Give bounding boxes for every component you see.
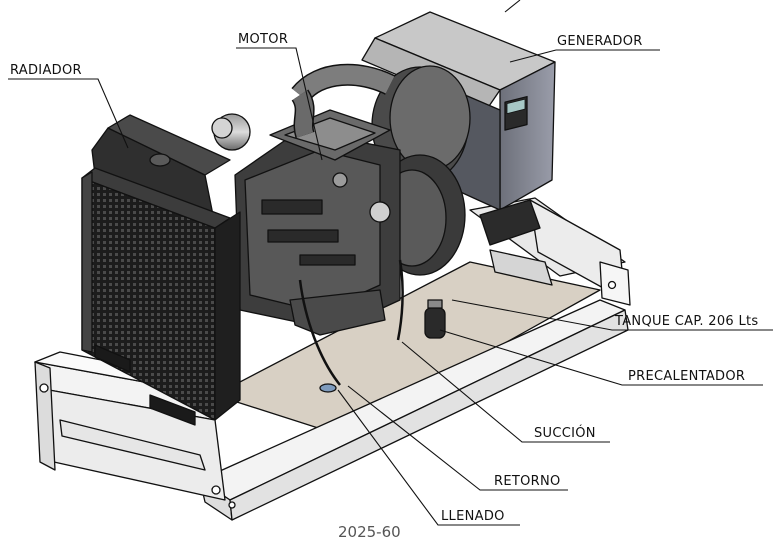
label-tanque: TANQUE CAP. 206 Lts [615, 314, 759, 329]
label-precalentador: PRECALENTADOR [628, 369, 746, 384]
radiator [81, 114, 241, 426]
leader-tanque [451, 299, 773, 331]
label-succion: SUCCIÓN [534, 426, 596, 441]
leader-generador-cont [509, 49, 557, 63]
engine [211, 63, 446, 393]
label-motor: MOTOR [238, 32, 289, 47]
label-retorno: RETORNO [494, 474, 561, 489]
label-generador: GENERADOR [557, 34, 643, 49]
footer-partial-text: 2025-60 [338, 523, 401, 541]
leader-top [504, 0, 521, 13]
leader-motor [236, 47, 323, 161]
leader-radiador [8, 78, 129, 149]
label-radiador: RADIADOR [10, 63, 82, 78]
leader-retorno [347, 385, 568, 491]
leader-lines [8, 0, 773, 526]
leader-precalentador [439, 329, 763, 386]
label-llenado: LLENADO [441, 509, 505, 524]
leader-llenado [337, 389, 520, 526]
leader-succion [401, 341, 610, 443]
